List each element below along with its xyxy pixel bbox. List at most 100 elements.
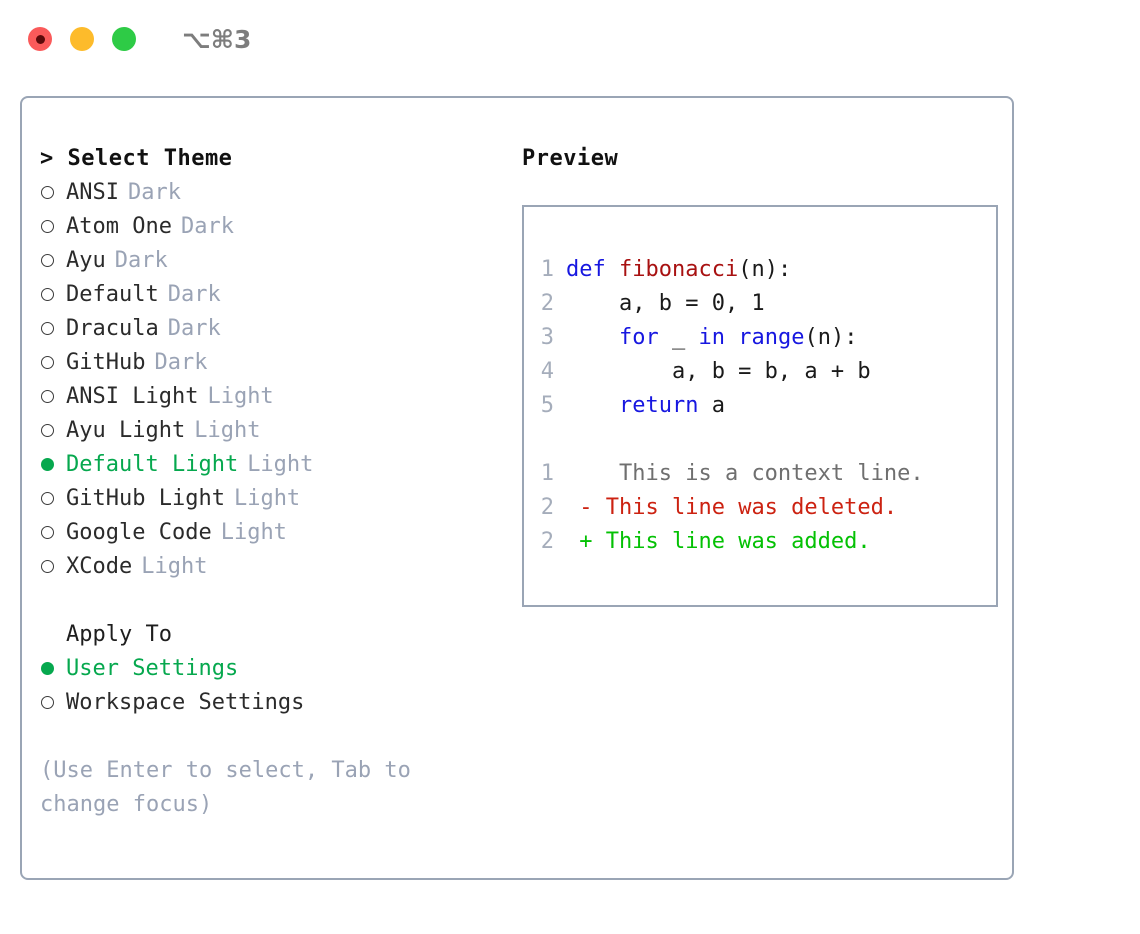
code-token: return <box>618 393 699 418</box>
theme-item[interactable]: Dracula Dark <box>40 316 502 350</box>
code-token: a, b = 0, 1 <box>566 291 765 316</box>
line-number: 1 <box>540 461 554 486</box>
window-titlebar: ⌥⌘3 <box>0 0 1140 78</box>
theme-item-category: Dark <box>154 350 208 375</box>
apply-to-label: Apply To <box>66 622 172 647</box>
code-line: 5 return a <box>524 389 996 423</box>
theme-item[interactable]: ANSI Light Light <box>40 384 502 418</box>
theme-item-label: Ayu <box>66 248 106 273</box>
code-token: _ <box>658 325 699 350</box>
diff-line-text: This line was added. <box>592 529 871 554</box>
code-line-text: def fibonacci(n): <box>566 253 791 287</box>
diff-line: 2 - This line was deleted. <box>524 491 996 525</box>
theme-item-label: Ayu Light <box>66 418 186 443</box>
code-token: a <box>698 393 725 418</box>
theme-item-label: Google Code <box>66 520 212 545</box>
theme-item-category: Light <box>141 554 208 579</box>
code-token: fibonacci <box>618 257 739 282</box>
line-number: 2 <box>540 495 554 520</box>
apply-to-option-label: Workspace Settings <box>66 690 305 715</box>
line-number: 4 <box>540 359 554 384</box>
theme-item[interactable]: GitHub Light Light <box>40 486 502 520</box>
code-token: a, b = b, a + b <box>566 359 871 384</box>
code-token <box>566 393 619 418</box>
code-diff-separator <box>524 423 996 457</box>
code-line-text: a, b = b, a + b <box>566 355 871 389</box>
theme-item-category: Dark <box>114 248 168 273</box>
code-token: for <box>618 325 659 350</box>
zoom-button[interactable] <box>112 27 136 51</box>
diff-sign <box>566 457 593 491</box>
theme-item-label: ANSI <box>66 180 119 205</box>
code-token: (n): <box>804 325 858 350</box>
code-token: range <box>738 325 805 350</box>
theme-item-label: GitHub Light <box>66 486 225 511</box>
theme-item-category: Dark <box>180 214 234 239</box>
apply-to-option-label: User Settings <box>66 656 239 681</box>
code-line: 3 for _ in range(n): <box>524 321 996 355</box>
theme-item-label: Default <box>66 282 159 307</box>
traffic-lights <box>28 27 136 51</box>
theme-item[interactable]: Atom One Dark <box>40 214 502 248</box>
diff-sign: + <box>566 529 593 554</box>
theme-item-label: GitHub <box>66 350 146 375</box>
theme-item[interactable]: GitHub Dark <box>40 350 502 384</box>
theme-item-category: Light <box>194 418 261 443</box>
code-token: (n): <box>738 257 792 282</box>
theme-item[interactable]: Default Light Light <box>40 452 502 486</box>
code-token: in <box>698 325 739 350</box>
code-line-text: return a <box>566 389 725 423</box>
diff-sign: - <box>566 495 593 520</box>
list-spacer <box>40 588 502 622</box>
select-theme-heading: > Select Theme <box>40 146 233 171</box>
apply-to-option[interactable]: User Settings <box>40 656 502 690</box>
diff-line: 2 + This line was added. <box>524 525 996 559</box>
diff-line-text: This is a context line. <box>592 461 924 486</box>
diff-sample: 1 This is a context line.2 - This line w… <box>524 457 996 559</box>
theme-item-label: Dracula <box>66 316 159 341</box>
code-line: 2 a, b = 0, 1 <box>524 287 996 321</box>
theme-item-label: XCode <box>66 554 133 579</box>
line-number: 3 <box>540 325 554 350</box>
code-line-text: a, b = 0, 1 <box>566 287 765 321</box>
line-number: 2 <box>540 529 554 554</box>
preview-title: Preview <box>522 146 619 171</box>
record-indicator-icon <box>35 34 45 44</box>
theme-item[interactable]: Google Code Light <box>40 520 502 554</box>
code-line-text: for _ in range(n): <box>566 321 857 355</box>
code-line: 1 def fibonacci(n): <box>524 253 996 287</box>
theme-item-category: Dark <box>167 316 221 341</box>
theme-item[interactable]: Ayu Dark <box>40 248 502 282</box>
code-token: def <box>566 257 619 282</box>
line-number: 2 <box>540 291 554 316</box>
theme-item-category: Light <box>220 520 287 545</box>
apply-to-option[interactable]: Workspace Settings <box>40 690 502 724</box>
theme-item-label: Atom One <box>66 214 172 239</box>
theme-item-label: Default Light <box>66 452 239 477</box>
theme-item-category: Light <box>207 384 274 409</box>
diff-line: 1 This is a context line. <box>524 457 996 491</box>
code-line: 4 a, b = b, a + b <box>524 355 996 389</box>
theme-item-category: Dark <box>167 282 221 307</box>
line-number: 5 <box>540 393 554 418</box>
theme-item[interactable]: Default Dark <box>40 282 502 316</box>
theme-item[interactable]: XCode Light <box>40 554 502 588</box>
theme-item-category: Light <box>233 486 301 511</box>
line-number: 1 <box>540 257 554 282</box>
diff-line-text: This line was deleted. <box>592 495 898 520</box>
close-button[interactable] <box>28 27 52 51</box>
theme-item[interactable]: Ayu Light Light <box>40 418 502 452</box>
minimize-button[interactable] <box>70 27 94 51</box>
theme-item-label: ANSI Light <box>66 384 199 409</box>
keyboard-hint: (Use Enter to select, Tab to change focu… <box>40 758 411 817</box>
theme-item-category: Light <box>247 452 314 477</box>
